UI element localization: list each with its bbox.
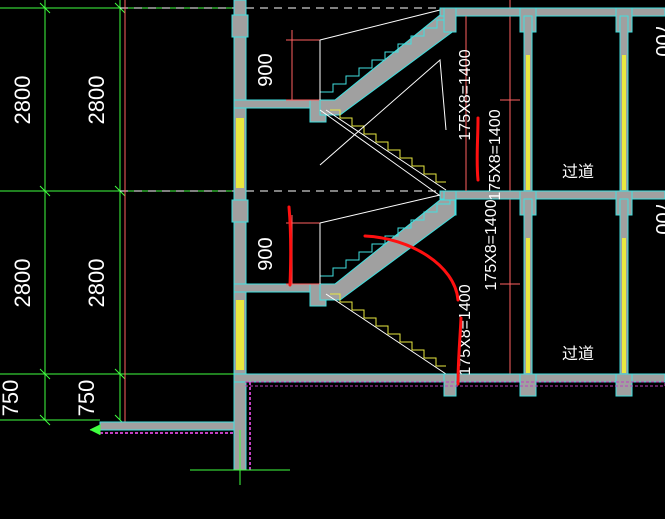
stair-flight-upper-projection <box>319 58 447 201</box>
stair-dim-flight-4: 175X8=1400 <box>457 284 474 375</box>
stair-flight-lower-section <box>319 194 456 301</box>
ground-slab <box>233 373 665 397</box>
stair-dim-flight-3: 175X8=1400 <box>483 199 500 290</box>
dim-inner-lower: 2800 <box>84 259 109 308</box>
right-dim-lower: 700 <box>651 201 665 234</box>
room-label-upper: 过道 <box>562 162 594 181</box>
stair-dim-flight-1: 175X8=1400 <box>457 49 474 140</box>
right-walls <box>523 15 629 375</box>
room-label-lower: 过道 <box>562 344 594 363</box>
dim-inner-upper: 2800 <box>84 76 109 125</box>
stair-dim-lines <box>465 16 520 285</box>
dim-inner-bottom: 750 <box>74 380 99 417</box>
dim-outer-lower: 2800 <box>10 259 35 308</box>
stair-flight-lower-projection <box>325 293 447 375</box>
stair-dim-flight-2: 175X8=1400 <box>487 109 504 200</box>
right-dim-upper: 700 <box>651 23 665 56</box>
landing-dim-upper: 900 <box>255 53 277 86</box>
landing-dim-lines <box>286 39 320 285</box>
dim-outer-bottom: 750 <box>0 380 23 417</box>
landing-dim-lower: 900 <box>255 237 277 270</box>
left-wall <box>231 0 249 471</box>
outside-grade <box>89 382 290 485</box>
dim-outer-upper: 2800 <box>10 76 35 125</box>
red-markup <box>287 116 480 386</box>
